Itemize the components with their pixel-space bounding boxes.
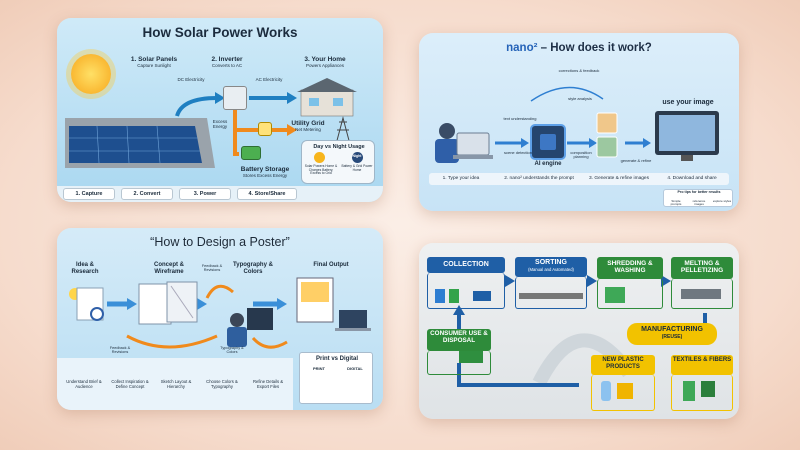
footer-power[interactable]: 3. Power [179,188,231,200]
step1-title: 1. Solar Panels [130,56,178,63]
nano-brand: nano² [506,42,538,54]
print-digital-title: Print vs Digital [315,356,358,362]
nano-step-3: 3. Generate & refine images [589,176,649,181]
inverter-icon [223,86,247,110]
night-text: Battery & Grid Power Home [341,164,373,172]
grid-meter-icon [258,122,272,136]
battery-sub: Stores Excess Energy [242,173,288,178]
collection-frame [427,273,505,309]
stage-manufacturing[interactable]: MANUFACTURING (REUSE) [627,323,717,345]
day-text: Solar Powers Home & Charges Battery, Exc… [304,164,338,176]
battery-title: Battery Storage [240,166,290,173]
step3-title: 3. Your Home [304,56,346,63]
step2-sub: Converts to AC [211,63,243,68]
textiles-frame [671,375,733,411]
poster-step-3[interactable]: Sketch Layout & Hierarchy [160,379,192,389]
footer-convert[interactable]: 2. Convert [121,188,173,200]
nano-illustration [429,86,729,185]
shredding-frame [597,279,663,309]
consumer-frame [427,351,491,375]
nano-title: nano² – How does it work? [419,42,739,55]
grid-sub: Net Metering [295,127,321,132]
grid-title: Utility Grid [291,120,325,127]
print-vs-digital-panel: Print vs Digital PRINT DIGITAL [299,352,373,404]
night-moon-icon [352,152,363,163]
dc-label: DC Electricity [177,77,205,82]
stage-consumer[interactable]: CONSUMER USE & DISPOSAL [427,329,491,351]
card-design-poster[interactable]: “How to Design a Poster” Idea [57,228,383,410]
feedback-bottom: Feedback & Revisions [109,346,131,355]
footer-store-share[interactable]: 4. Store/Share [237,188,297,200]
stage-sorting[interactable]: SORTING (Manual and Automated) [515,257,587,277]
pro-tips-title: Pro tips for better results [677,190,721,194]
nano-step-1: 1. Type your idea [442,176,480,181]
solar-footer: 1. Capture 2. Convert 3. Power 4. Store/… [57,186,383,202]
card-recycling-process[interactable]: COLLECTION SORTING (Manual and Automated… [419,243,739,419]
print-label: PRINT [313,366,325,371]
use-image-label: use your image [662,99,714,106]
stage-shredding[interactable]: SHREDDING & WASHING [597,257,663,279]
day-sun-icon [314,152,325,163]
stage-new-plastic[interactable]: NEW PLASTIC PRODUCTS [591,355,655,375]
poster-title: “How to Design a Poster” [150,235,290,249]
card-nano-how-it-works[interactable]: nano² – How does it work? corrections & … [419,33,739,211]
poster-step-5[interactable]: Refine Details & Export Files [252,379,284,389]
style-analysis-label: style analysis [568,96,592,101]
nano-step-4: 4. Download and share [667,176,717,181]
ac-label: AC Electricity [255,77,283,82]
nano-title-rest: – How does it work? [537,42,652,54]
tip-3: explore styles [712,199,732,203]
stage-melting[interactable]: MELTING & PELLETIZING [671,257,733,279]
day-night-panel: Day vs Night Usage Night Solar Powers Ho… [301,140,375,184]
poster-illustration [57,277,371,410]
tip-1: Simple prompts [670,199,682,207]
engine-label: AI engine [534,161,562,167]
nano-step-2: 2. nano² understands the prompt [504,176,574,181]
melting-frame [671,279,733,309]
poster-final: Final Output [313,262,349,268]
stage-collection[interactable]: COLLECTION [427,257,505,273]
poster-idea: Idea & Research [71,262,99,275]
pro-tips-panel: Pro tips for better results Simple promp… [663,189,733,207]
new-plastic-frame [591,375,655,411]
typography-small: Typography & Colors [220,346,244,355]
sun-icon [71,54,111,94]
feedback-top: Feedback & Revisions [201,264,223,273]
day-night-title: Day vs Night Usage [313,144,365,150]
poster-concept: Concept & Wireframe [154,262,184,275]
solar-illustration [65,78,357,168]
composition-label: composition planning [570,150,592,160]
night-label: Night [352,154,362,158]
generate-refine-label: generate & refine [620,158,652,163]
footer-capture[interactable]: 1. Capture [63,188,115,200]
tip-2: reference images [692,199,706,207]
sorting-frame [515,277,587,309]
poster-step-4[interactable]: Choose Colors & Typography [206,379,238,389]
scene-detection-label: scene detection [503,150,533,155]
step3-sub: Powers Appliances [305,63,345,68]
digital-label: DIGITAL [347,366,363,371]
battery-icon [241,146,261,160]
poster-typography: Typography & Colors [233,262,273,275]
corrections-label: corrections & feedback [558,68,600,73]
poster-step-2[interactable]: Collect Inspiration & Define Concept [111,379,149,389]
step2-title: 2. Inverter [211,56,243,63]
stage-textiles[interactable]: TEXTILES & FIBERS [671,355,733,375]
card-solar-power[interactable]: How Solar Power Works [57,18,383,202]
text-understanding-label: text understanding [503,116,537,121]
poster-step-1[interactable]: Understand Brief & Audience [66,379,102,389]
step1-sub: Capture Sunlight [137,63,171,68]
excess-label: Excess Energy [212,119,228,129]
solar-title: How Solar Power Works [142,25,298,40]
